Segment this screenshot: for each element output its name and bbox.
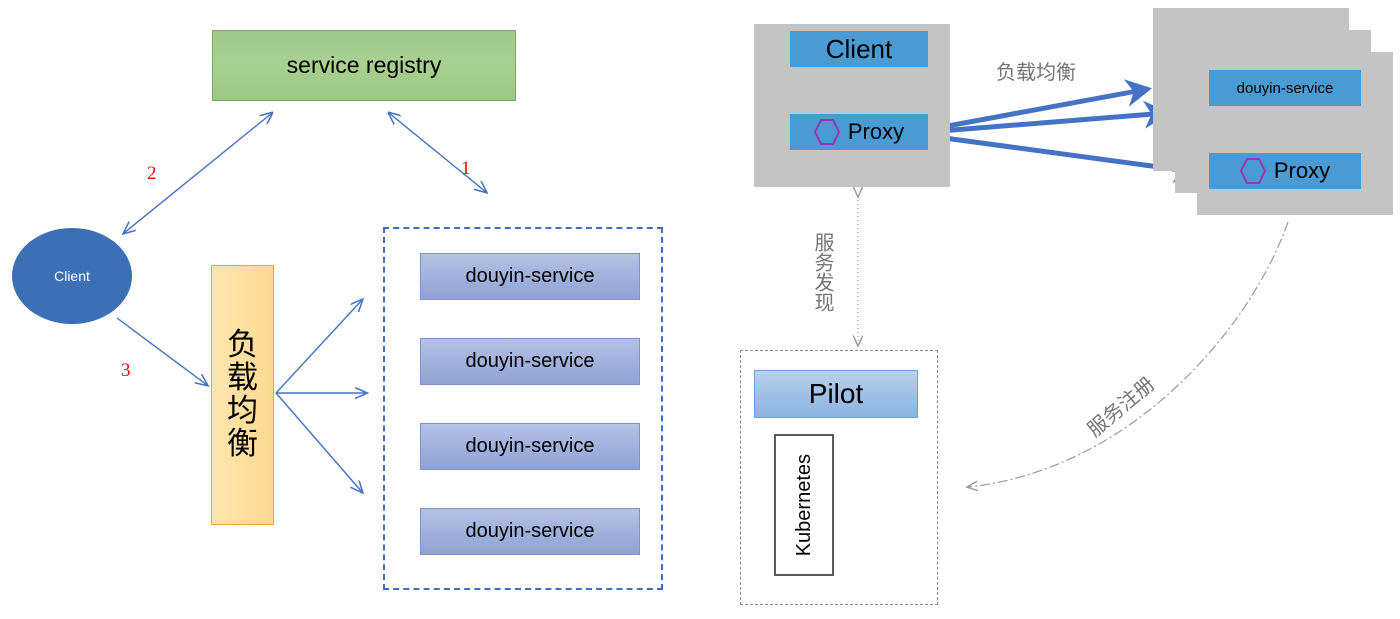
pilot-box[interactable]: Pilot	[754, 370, 918, 418]
step-number-1: 1	[461, 158, 471, 179]
client-node[interactable]: Client	[12, 228, 132, 324]
pilot-label: Pilot	[808, 378, 864, 409]
edge-lb-replica-2	[914, 100, 1170, 136]
douyin-service-label: douyin-service	[465, 520, 595, 542]
douyin-service-box[interactable]: douyin-service	[420, 338, 640, 385]
edge-service-registration	[968, 221, 1289, 487]
service-registry-box[interactable]: service registry	[212, 30, 516, 101]
client-app-label: Client	[825, 33, 893, 64]
edge-lb-service-3	[275, 392, 362, 492]
service-registration-label: 服务注册	[1083, 373, 1160, 442]
service-instance-group	[383, 227, 663, 590]
client-proxy-label: Proxy	[847, 119, 905, 144]
service-app-label: douyin-service	[1236, 79, 1334, 97]
douyin-service-label: douyin-service	[465, 265, 595, 287]
service-proxy-box[interactable]: Proxy	[1209, 153, 1361, 189]
load-balance-label: 负载均衡	[996, 62, 1076, 84]
hexagon-icon	[1239, 158, 1266, 184]
client-proxy-box[interactable]: Proxy	[790, 114, 928, 150]
load-balancer-box[interactable]: 负 载 均 衡	[211, 265, 274, 525]
service-registry-label: service registry	[286, 52, 442, 78]
step-number-2: 2	[147, 163, 157, 184]
kubernetes-label: Kubernetes	[792, 453, 815, 557]
service-discovery-label: 服务发现	[811, 232, 833, 312]
service-app-box[interactable]: douyin-service	[1209, 70, 1361, 106]
douyin-service-box[interactable]: douyin-service	[420, 253, 640, 300]
step-number-3: 3	[121, 360, 131, 381]
douyin-service-box[interactable]: douyin-service	[420, 423, 640, 470]
client-label: Client	[54, 268, 90, 284]
load-balancer-label: 负 载 均 衡	[227, 327, 258, 461]
douyin-service-label: douyin-service	[465, 435, 595, 457]
client-app-box[interactable]: Client	[790, 31, 928, 67]
control-plane-boundary	[740, 350, 938, 605]
kubernetes-box[interactable]: Kubernetes	[774, 434, 834, 576]
hexagon-icon	[813, 119, 840, 145]
edge-lb-service-1	[275, 300, 362, 394]
edge-registry-services	[389, 113, 486, 192]
edge-client-loadbalancer	[116, 317, 207, 385]
service-proxy-label: Proxy	[1273, 158, 1331, 183]
douyin-service-box[interactable]: douyin-service	[420, 508, 640, 555]
douyin-service-label: douyin-service	[465, 350, 595, 372]
